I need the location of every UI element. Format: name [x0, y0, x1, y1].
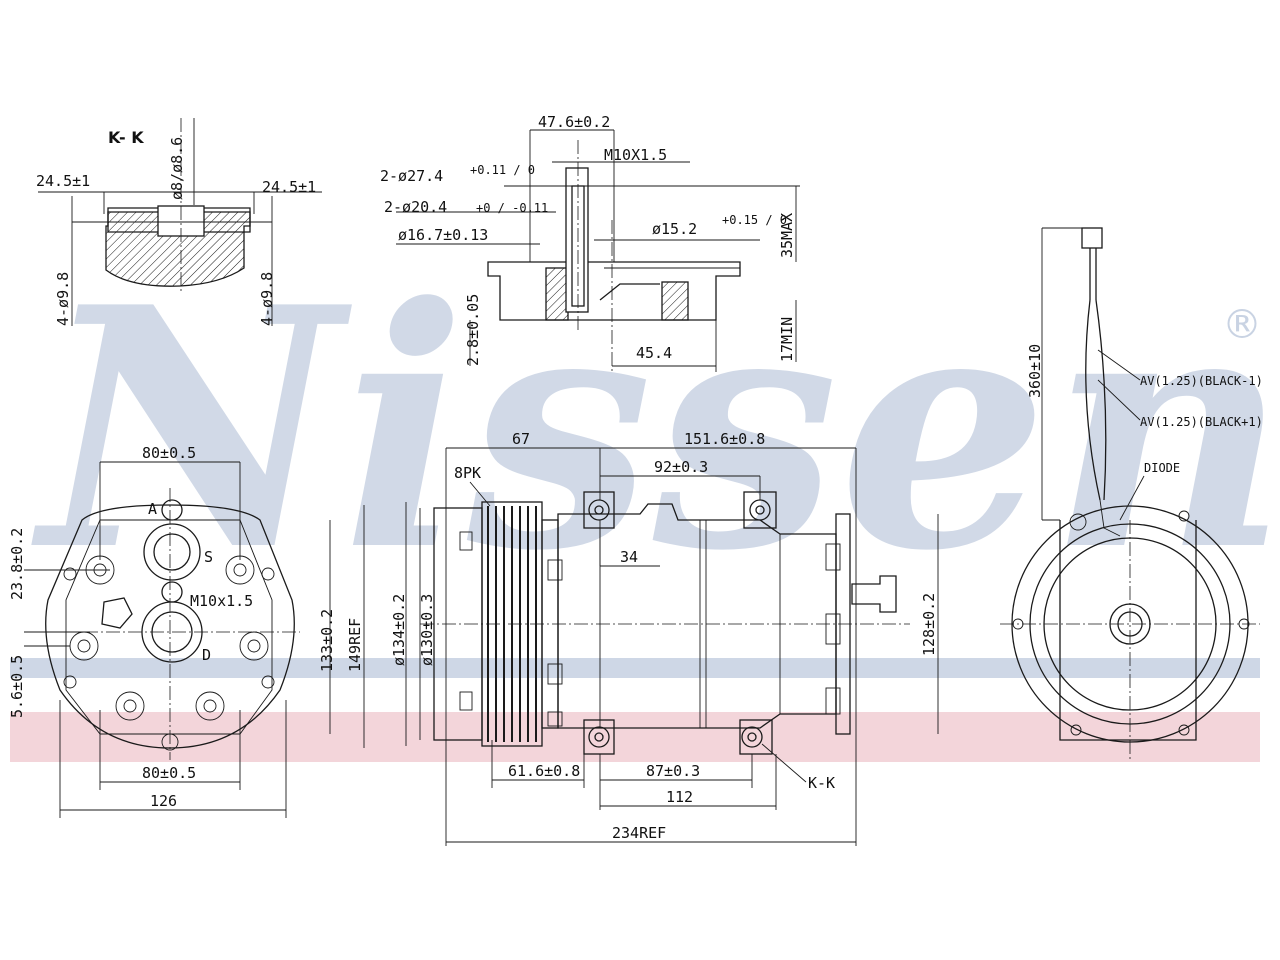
watermark-band-red — [10, 712, 1260, 762]
kk-dim-hole-left: 4-ø9.8 — [54, 272, 72, 326]
watermark-band-blue — [10, 658, 1260, 678]
top-dim-min: 17MIN — [778, 317, 796, 362]
front-label-s: S — [204, 548, 213, 566]
side-dim-d130: ø130±0.3 — [418, 594, 436, 666]
top-dim-width: 47.6±0.2 — [538, 113, 610, 131]
rear-wire1: AV(1.25)(BLACK-1) — [1140, 374, 1263, 388]
side-view: 67 151.6±0.8 92±0.3 8PK 34 ø134±0.2 ø130… — [390, 430, 939, 846]
side-label-kk: K-K — [808, 774, 835, 792]
top-dim-bore4: ø15.2 — [652, 220, 697, 238]
side-dim-body: 151.6±0.8 — [684, 430, 765, 448]
front-label-d: D — [202, 646, 211, 664]
side-dim-61: 61.6±0.8 — [508, 762, 580, 780]
rear-dim-wire: 360±10 — [1026, 344, 1044, 398]
side-dim-belt: 8PK — [454, 464, 481, 482]
rear-wire2: AV(1.25)(BLACK+1) — [1140, 415, 1263, 429]
front-dim-bottom: 80±0.5 — [142, 764, 196, 782]
top-dim-bore3: ø16.7±0.13 — [398, 226, 488, 244]
front-dim-height2: 149REF — [346, 618, 364, 672]
front-dim-top: 80±0.5 — [142, 444, 196, 462]
top-dim-thread: M10X1.5 — [604, 146, 667, 164]
kk-dim-left: 24.5±1 — [36, 172, 90, 190]
watermark-brand: Nissens — [30, 235, 1280, 623]
section-kk-view: K- K 24.5±1 24.5±1 ø8/ø8.6 4-ø9.8 4-ø9.8 — [36, 118, 322, 326]
top-dim-bore2-tol: +0 / -0.11 — [476, 201, 548, 215]
kk-dim-hole-right: 4-ø9.8 — [258, 272, 276, 326]
side-dim-h128: 128±0.2 — [920, 593, 938, 656]
kk-dim-right: 24.5±1 — [262, 178, 316, 196]
section-kk-title: K- K — [108, 128, 144, 147]
watermark: Nissens ® — [10, 235, 1280, 762]
side-dim-total: 234REF — [612, 824, 666, 842]
kk-dim-center: ø8/ø8.6 — [168, 137, 186, 200]
top-dim-depth: 2.8±0.05 — [464, 294, 482, 366]
front-label-thread: M10x1.5 — [190, 592, 253, 610]
front-dim-overall: 126 — [150, 792, 177, 810]
front-dim-left1: 23.8±0.2 — [8, 528, 26, 600]
side-dim-ports: 92±0.3 — [654, 458, 708, 476]
top-view: 47.6±0.2 M10X1.5 2-ø27.4 +0.11 / 0 2-ø20… — [380, 113, 800, 372]
top-dim-bore2: 2-ø20.4 — [384, 198, 447, 216]
rear-label-diode: DIODE — [1144, 461, 1180, 475]
side-dim-112: 112 — [666, 788, 693, 806]
rear-view: 360±10 AV(1.25)(BLACK-1) AV(1.25)(BLACK+… — [1000, 227, 1263, 760]
top-dim-bore4-tol: +0.15 / 0 — [722, 213, 787, 227]
top-dim-bore1-tol: +0.11 / 0 — [470, 163, 535, 177]
watermark-registered-mark: ® — [1222, 302, 1262, 348]
front-dim-height1: 133±0.2 — [318, 609, 336, 672]
front-view: 80±0.5 80±0.5 126 133±0.2 149REF 23.8±0.… — [8, 444, 365, 818]
front-dim-left2: 5.6±0.5 — [8, 655, 26, 718]
top-dim-bore1: 2-ø27.4 — [380, 167, 443, 185]
front-label-a: A — [148, 500, 157, 518]
side-dim-87: 87±0.3 — [646, 762, 700, 780]
top-dim-max: 35MAX — [778, 213, 796, 258]
side-dim-d134: ø134±0.2 — [390, 594, 408, 666]
side-dim-pulley: 67 — [512, 430, 530, 448]
top-dim-span: 45.4 — [636, 344, 672, 362]
side-dim-34: 34 — [620, 548, 638, 566]
